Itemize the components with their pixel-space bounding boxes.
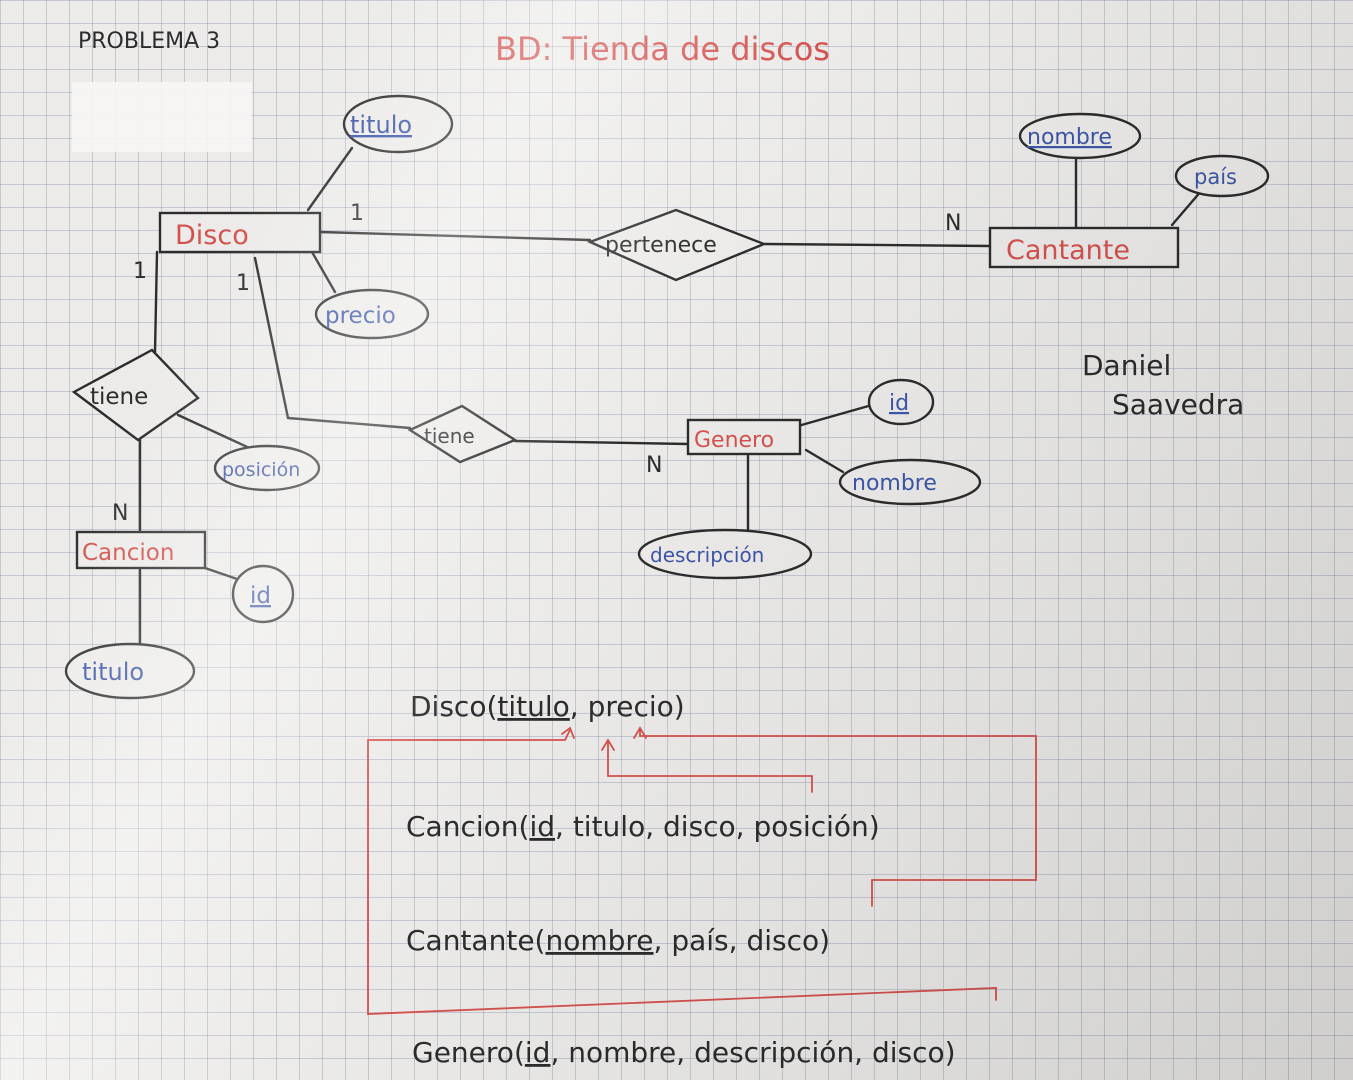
attribute-genero-descripcion: descripción <box>637 528 813 580</box>
author-last-name: Saavedra <box>1112 388 1244 421</box>
cardinality-cantante-pertenece: N <box>945 211 961 236</box>
schema-genero-rest: , nombre, descripción, disco) <box>550 1036 955 1069</box>
relationship-tiene-genero-label: tiene <box>424 424 475 448</box>
attribute-cantante-nombre: nombre <box>1018 112 1142 160</box>
relationship-pertenece-label: pertenece <box>605 233 717 258</box>
attribute-cancion-id: id <box>231 564 295 624</box>
entity-disco-label: Disco <box>175 220 249 251</box>
schema-cancion: Cancion(id, titulo, disco, posición) <box>406 810 880 843</box>
schema-disco-rest: , precio) <box>570 690 685 723</box>
connector-lines <box>138 146 1204 650</box>
attribute-genero-descripcion-label: descripción <box>650 543 764 567</box>
schema-cantante: Cantante(nombre, país, disco) <box>406 924 830 957</box>
relationship-tiene-cancion-label: tiene <box>90 384 148 410</box>
attribute-tiene-posicion: posición <box>213 444 321 492</box>
schema-cancion-name: Cancion <box>406 810 519 843</box>
entity-cancion: Cancion <box>75 530 207 570</box>
attribute-genero-id: id <box>867 378 935 426</box>
relationship-tiene-cancion: tiene <box>71 348 200 442</box>
attribute-genero-nombre: nombre <box>838 458 982 506</box>
entity-genero-label: Genero <box>694 428 774 453</box>
redacted-area <box>72 82 252 152</box>
attribute-disco-precio-label: precio <box>325 303 396 329</box>
attribute-cantante-nombre-label: nombre <box>1027 125 1112 150</box>
schema-genero-key: id <box>525 1036 551 1069</box>
author-first-name: Daniel <box>1082 349 1171 382</box>
entity-disco: Disco <box>158 211 322 254</box>
attribute-disco-titulo: titulo <box>342 94 454 154</box>
relationship-tiene-genero: tiene <box>407 404 518 464</box>
schema-genero: Genero(id, nombre, descripción, disco) <box>412 1036 956 1069</box>
schema-disco-key: titulo <box>497 690 569 723</box>
attribute-cancion-titulo: titulo <box>64 642 196 700</box>
attribute-cantante-pais-label: país <box>1194 165 1237 189</box>
cardinality-disco-tiene: 1 <box>133 259 147 284</box>
schema-cantante-name: Cantante <box>406 924 535 957</box>
schema-cantante-key: nombre <box>545 924 653 957</box>
attribute-tiene-posicion-label: posición <box>222 459 300 481</box>
schema-cancion-rest: , titulo, disco, posición) <box>555 810 880 843</box>
schema-disco: Disco(titulo, precio) <box>410 690 685 723</box>
entity-genero: Genero <box>686 418 802 456</box>
attribute-cancion-titulo-label: titulo <box>82 658 144 686</box>
attribute-cantante-pais: país <box>1174 154 1270 198</box>
attribute-genero-id-label: id <box>889 391 909 416</box>
cardinality-labels: 1 N 1 N 1 N <box>112 201 961 526</box>
diagram-title: BD: Tienda de discos <box>495 30 830 68</box>
svg-text:Disco(titulo, precio): Disco(titulo, precio) <box>410 690 685 723</box>
schema-genero-name: Genero <box>412 1036 514 1069</box>
foreign-key-arrows <box>367 726 1037 1015</box>
entity-cancion-label: Cancion <box>82 540 174 566</box>
cardinality-disco-pertenece: 1 <box>350 201 364 226</box>
entity-cantante-label: Cantante <box>1006 235 1130 266</box>
attribute-genero-nombre-label: nombre <box>852 471 937 496</box>
cardinality-genero-tiene: N <box>646 453 662 478</box>
entity-cantante: Cantante <box>988 226 1180 269</box>
svg-text:Genero(id, nombre, descripción: Genero(id, nombre, descripción, disco) <box>412 1036 956 1069</box>
attribute-cancion-id-label: id <box>250 583 271 609</box>
schema-cancion-key: id <box>529 810 555 843</box>
attribute-disco-titulo-label: titulo <box>350 111 412 139</box>
svg-text:Cancion(id, titulo, disco, pos: Cancion(id, titulo, disco, posición) <box>406 810 880 843</box>
attribute-disco-precio: precio <box>314 288 430 340</box>
schema-cantante-rest: , país, disco) <box>654 924 831 957</box>
problem-heading: PROBLEMA 3 <box>78 29 220 54</box>
cardinality-cancion-tiene: N <box>112 501 128 526</box>
schema-disco-name: Disco <box>410 690 486 723</box>
relationship-pertenece: pertenece <box>586 208 768 282</box>
svg-text:Cantante(nombre, país, disco): Cantante(nombre, país, disco) <box>406 924 830 957</box>
cardinality-disco-tiene-genero: 1 <box>236 271 250 296</box>
